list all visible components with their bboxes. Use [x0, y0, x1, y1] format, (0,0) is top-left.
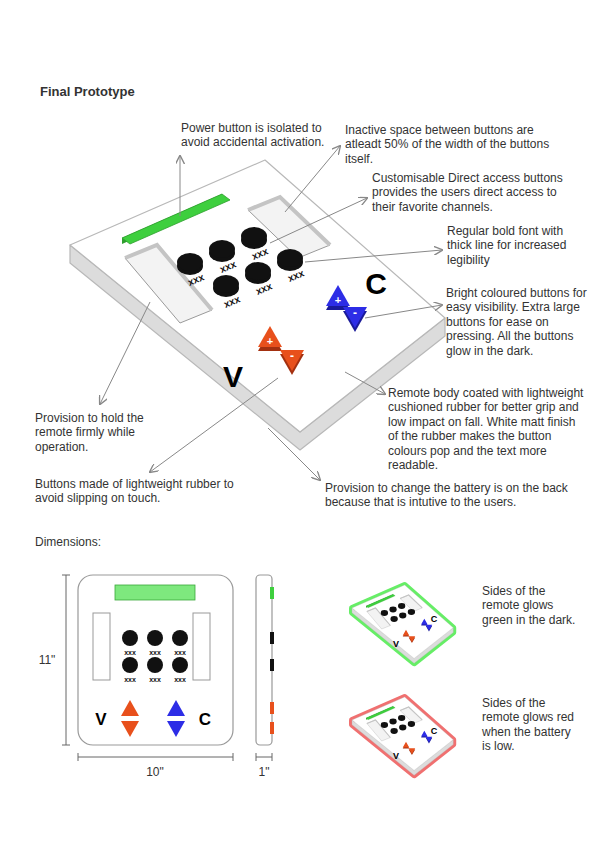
callout-note: Bright coloured buttons for easy visibil…: [446, 286, 591, 358]
front-view-part-part: [122, 657, 138, 673]
dimension-lines-part: [66, 575, 67, 745]
side-view-part: [270, 659, 274, 671]
callout-note: Customisable Direct access buttons provi…: [372, 171, 572, 214]
front-view-part-part: [172, 630, 188, 646]
volume-letter: V: [223, 362, 243, 392]
front-view-part: [121, 721, 139, 737]
button-label: xxx: [174, 676, 186, 683]
leader-lines-part: [365, 305, 442, 318]
dimension-lines-part: [78, 757, 233, 758]
front-view-part: [193, 613, 210, 680]
button-label: xxx: [124, 676, 136, 683]
glow-red-view: [352, 697, 453, 775]
channel-letter: C: [431, 615, 438, 624]
front-view-part: [121, 700, 139, 716]
dimension-label: 10": [146, 766, 164, 778]
leader-lines-part: [270, 198, 367, 243]
glow-red-view-part: [352, 697, 453, 775]
front-view-part-part: [147, 657, 163, 673]
dimension-lines-part: [62, 575, 70, 576]
front-view-part: [122, 630, 188, 673]
leader-lines-part: [268, 428, 320, 480]
button-sign: +: [267, 336, 273, 347]
callout-note: Buttons made of lightweight rubber to av…: [35, 477, 240, 506]
volume-letter: V: [95, 711, 106, 728]
leader-lines-part: [345, 372, 385, 394]
front-view-part-part: [172, 657, 188, 673]
button-sign: -: [353, 307, 357, 319]
leader-lines-part: [150, 378, 278, 472]
callout-note: Sides of the remote glows red when the b…: [482, 696, 577, 754]
glow-red-view-part: [352, 697, 453, 775]
leader-lines-part: [285, 146, 340, 212]
callout-note: Provision to change the battery is on th…: [325, 481, 580, 510]
front-view-part: [167, 700, 185, 716]
dimension-lines-part: [256, 753, 257, 761]
channel-letter: C: [365, 269, 387, 299]
button-label: xxx: [124, 649, 136, 656]
callout-note: Sides of the remote glows green in the d…: [482, 584, 577, 627]
side-view-part: [256, 575, 272, 745]
front-view-part: [115, 585, 195, 600]
channel-letter: C: [431, 727, 438, 736]
callout-note: Inactive space between buttons are atlea…: [345, 123, 560, 166]
dimension-label: 11": [39, 654, 56, 666]
front-view-part-part: [122, 630, 138, 646]
dimension-lines-part: [62, 745, 70, 746]
side-view-part: [270, 587, 274, 599]
callout-note: Remote body coated with lightweight cush…: [388, 386, 588, 472]
button-sign: -: [290, 350, 294, 362]
callout-note: Provision to hold the remote firmly whil…: [35, 411, 180, 454]
button-sign: +: [335, 295, 341, 306]
channel-letter: C: [199, 711, 211, 728]
sheet-title: Final Prototype: [40, 84, 135, 100]
dimension-lines-part: [233, 753, 234, 761]
callout-note: Regular bold font with thick line for in…: [447, 224, 587, 267]
front-view: [78, 575, 233, 745]
button-label: xxx: [174, 649, 186, 656]
front-view-part: [78, 575, 233, 745]
side-view-part: [270, 702, 274, 714]
button-label: xxx: [149, 649, 161, 656]
front-view-part: [93, 613, 110, 680]
dimension-lines-part: [272, 753, 273, 761]
leader-lines-part: [180, 156, 181, 216]
glow-green-view-part: [352, 585, 453, 663]
callout-note: Power button is isolated to avoid accide…: [181, 121, 346, 150]
side-view: [256, 575, 274, 745]
glow-green-view-part: [352, 585, 453, 663]
dimension-label: 1": [259, 766, 270, 778]
dimension-lines-part: [256, 757, 272, 758]
front-view-part: [167, 721, 185, 737]
button-label: xxx: [149, 676, 161, 683]
volume-letter: V: [393, 752, 399, 761]
side-view-part: [270, 632, 274, 644]
dimension-lines-part: [78, 753, 79, 761]
leader-lines-part: [100, 302, 150, 404]
dimension-lines: [62, 575, 272, 761]
front-view-part-part: [147, 630, 163, 646]
volume-letter: V: [393, 640, 399, 649]
section-heading: Dimensions:: [35, 535, 101, 549]
leader-lines-part: [305, 250, 442, 262]
side-view-part: [270, 722, 274, 734]
glow-green-view: [352, 585, 453, 663]
